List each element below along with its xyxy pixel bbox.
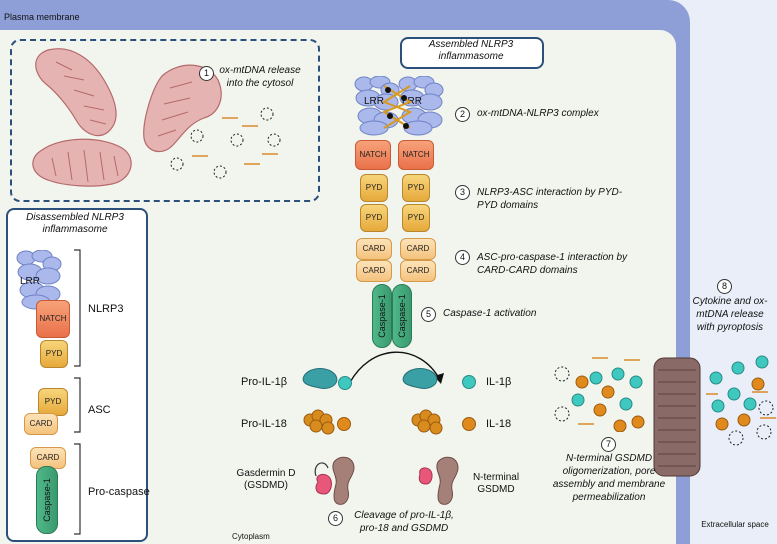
card-asc: CARD [24,413,58,435]
card-left-1: CARD [356,238,392,260]
il18-label: IL-18 [486,418,512,430]
il18-fragment-icon [411,409,443,435]
lrr-left-label: LRR [364,96,385,107]
pro-il1b-icon [302,368,352,390]
step-2-number: 2 [455,107,470,122]
assembled-title: Assembled NLRP3 inflammasome [428,39,514,62]
natch-left: NATCH [355,140,391,170]
pyd-right-2: PYD [402,204,430,232]
assembled-box [400,37,544,69]
il1b-label: IL-1β [486,376,512,388]
pro-il18-icon [303,409,351,435]
mitochondria-drawing [32,48,281,187]
cytokine-cluster-inside [554,357,645,432]
pyd-right-1: PYD [402,174,430,202]
step-2-text: ox-mtDNA-NLRP3 complex [477,108,599,119]
step-7-number: 7 [601,437,616,452]
pyd-asc: PYD [38,388,68,416]
step-5-text: Caspase-1 activation [443,308,537,319]
gsdmd-icon [314,456,355,505]
asc-label: ASC [88,404,111,416]
pyd-single: PYD [40,340,68,368]
step-4-number: 4 [455,250,470,265]
n-gsdmd-icon [418,456,459,505]
step-6-number: 6 [328,511,343,526]
caspase-1-right: Caspase-1 [392,284,412,348]
cleavage-arrow-icon [347,351,444,387]
natch-right: NATCH [398,140,434,170]
caspase-1-left: Caspase-1 [372,284,392,348]
cytoplasm-label: Cytoplasm [232,532,270,541]
mito-box [10,39,320,202]
il18-ball-icon [462,417,476,431]
extracellular-label: Extracellular space [701,520,769,529]
natch-single: NATCH [36,300,70,338]
pro-il18-label: Pro-IL-18 [241,418,287,430]
card-left-2: CARD [356,260,392,282]
extracellular-area [690,0,777,544]
card-right-2: CARD [400,260,436,282]
group-brackets [74,249,81,535]
step-7-text: N-terminal GSDMD oligomerization, pore a… [552,453,666,503]
n-gsdmd-label: N-terminal GSDMD [472,472,520,495]
step-8-number: 8 [717,279,732,294]
step-1-text: ox-mtDNA release into the cytosol [219,65,301,89]
step-3-text: NLRP3-ASC interaction by PYD-PYD domains [477,187,623,211]
step-3-number: 3 [455,185,470,200]
step-6-text: Cleavage of pro-IL-1β, pro-18 and GSDMD [354,510,454,534]
disassembled-title: Disassembled NLRP3 inflammasome [26,212,124,235]
procaspase-label: Pro-caspase [88,486,150,498]
step-5-number: 5 [421,307,436,322]
mtdna-crosslink-icon [382,85,412,129]
cytokine-cluster-outside [706,355,776,446]
pyd-left-2: PYD [360,204,388,232]
gsdmd-label: Gasdermin D (GSDMD) [236,468,296,491]
step-1-number: 1 [199,66,214,81]
il1b-fragment-icon [402,368,438,389]
il1b-ball-icon [462,375,476,389]
step-4-text: ASC-pro-caspase-1 interaction by CARD-CA… [477,252,628,276]
pyd-left-1: PYD [360,174,388,202]
lrr-right-label: LRR [402,96,423,107]
pro-il1b-label: Pro-IL-1β [241,376,288,388]
step-8-text: Cytokine and ox-mtDNA release with pyrop… [692,296,768,333]
caspase-1-procaspase: Caspase-1 [36,466,58,534]
gsdmd-pore-icon [653,357,701,477]
nlrp3-label: NLRP3 [88,303,124,315]
lrr-single-label: LRR [20,276,41,287]
card-right-1: CARD [400,238,436,260]
plasma-membrane-label: Plasma membrane [4,12,80,22]
